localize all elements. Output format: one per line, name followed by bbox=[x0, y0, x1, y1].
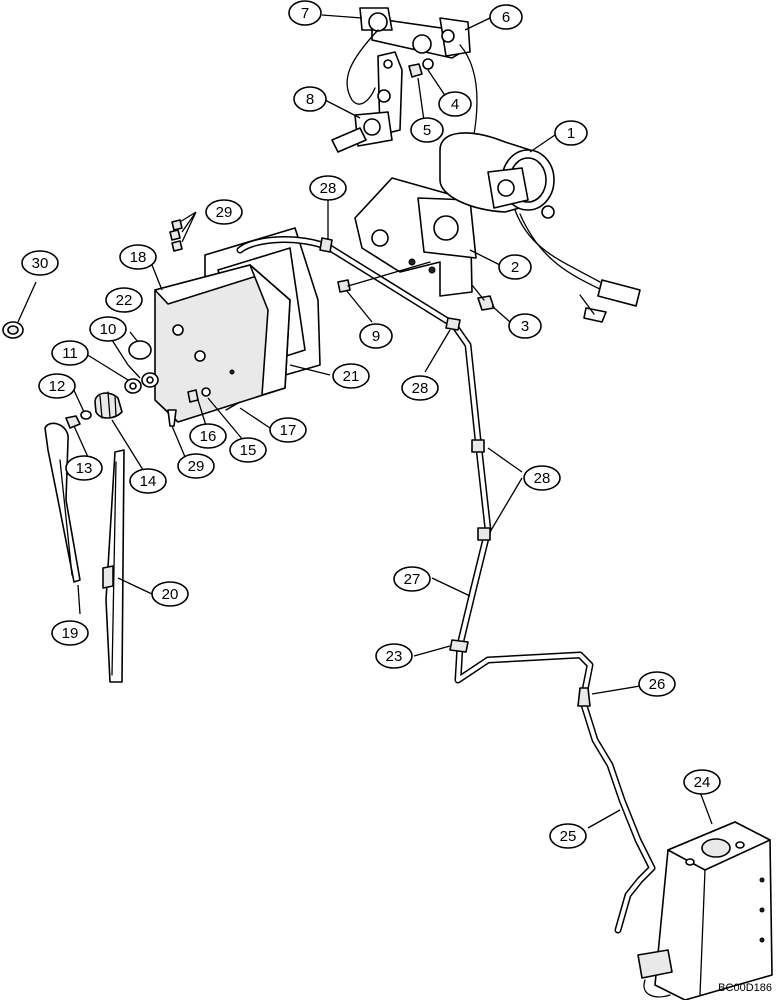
svg-text:5: 5 bbox=[423, 122, 431, 139]
svg-text:18: 18 bbox=[130, 249, 147, 266]
figure-code: BC00D186 bbox=[718, 982, 772, 994]
svg-text:15: 15 bbox=[240, 442, 257, 459]
svg-text:17: 17 bbox=[280, 422, 297, 439]
washer-reservoir bbox=[637, 821, 773, 1000]
svg-text:16: 16 bbox=[200, 428, 217, 445]
callouts: 1 2 3 4 5 6 7 8 9 10 11 12 13 14 15 16 1… bbox=[21, 0, 721, 849]
svg-text:20: 20 bbox=[162, 586, 179, 603]
callout-7: 7 bbox=[288, 0, 322, 26]
pivot-nut bbox=[94, 391, 123, 419]
svg-text:10: 10 bbox=[100, 321, 117, 338]
svg-text:6: 6 bbox=[502, 9, 510, 26]
svg-text:28: 28 bbox=[534, 470, 551, 487]
callout-9: 9 bbox=[359, 323, 393, 349]
callout-14: 14 bbox=[129, 468, 167, 494]
callout-4: 4 bbox=[438, 91, 472, 117]
callout-20: 20 bbox=[151, 581, 189, 607]
svg-text:3: 3 bbox=[521, 318, 529, 335]
mount-screw bbox=[337, 261, 431, 293]
svg-text:24: 24 bbox=[694, 774, 711, 791]
callout-25: 25 bbox=[549, 823, 587, 849]
pivot-cap bbox=[128, 340, 152, 360]
svg-text:22: 22 bbox=[116, 292, 133, 309]
callout-18: 18 bbox=[119, 244, 157, 270]
callout-15: 15 bbox=[229, 437, 267, 463]
callout-21: 21 bbox=[332, 363, 370, 389]
svg-text:30: 30 bbox=[32, 255, 49, 272]
svg-text:29: 29 bbox=[216, 204, 233, 221]
callout-28c: 28 bbox=[523, 465, 561, 491]
housing bbox=[154, 264, 291, 423]
callout-3: 3 bbox=[508, 313, 542, 339]
wiper-pivot-plate bbox=[331, 51, 403, 153]
svg-text:21: 21 bbox=[343, 368, 360, 385]
svg-text:4: 4 bbox=[451, 96, 459, 113]
callout-1: 1 bbox=[554, 120, 588, 146]
callout-10: 10 bbox=[89, 316, 127, 342]
washers bbox=[124, 372, 159, 394]
cap bbox=[2, 321, 24, 339]
callout-11: 11 bbox=[51, 340, 89, 366]
svg-text:11: 11 bbox=[62, 345, 78, 362]
mounting-bracket bbox=[354, 177, 477, 297]
callout-16: 16 bbox=[189, 423, 227, 449]
svg-text:25: 25 bbox=[560, 828, 577, 845]
nut-and-washer bbox=[408, 58, 434, 78]
callout-27: 27 bbox=[393, 566, 431, 592]
callout-28b: 28 bbox=[401, 375, 439, 401]
svg-text:23: 23 bbox=[386, 648, 403, 665]
callout-26: 26 bbox=[638, 671, 676, 697]
svg-text:26: 26 bbox=[649, 676, 666, 693]
callout-30: 30 bbox=[21, 250, 59, 276]
svg-text:9: 9 bbox=[372, 328, 380, 345]
callout-23: 23 bbox=[375, 643, 413, 669]
nuts bbox=[169, 219, 183, 252]
wiper-arm bbox=[44, 422, 81, 583]
callout-12: 12 bbox=[38, 373, 76, 399]
svg-text:14: 14 bbox=[140, 473, 157, 490]
callout-19: 19 bbox=[51, 620, 89, 646]
callout-2: 2 bbox=[498, 254, 532, 280]
wiper-blade bbox=[102, 449, 125, 683]
callout-6: 6 bbox=[489, 4, 523, 30]
callout-13: 13 bbox=[65, 455, 103, 481]
svg-text:27: 27 bbox=[404, 571, 421, 588]
callout-8: 8 bbox=[293, 86, 327, 112]
svg-text:8: 8 bbox=[306, 91, 314, 108]
svg-text:1: 1 bbox=[567, 125, 575, 142]
wiper-linkage bbox=[346, 7, 478, 201]
svg-text:28: 28 bbox=[320, 180, 337, 197]
callout-5: 5 bbox=[410, 117, 444, 143]
arm-nut-washer bbox=[65, 410, 92, 429]
svg-text:29: 29 bbox=[188, 458, 205, 475]
screws bbox=[167, 387, 241, 427]
callout-28a: 28 bbox=[309, 175, 347, 201]
wiper-motor bbox=[439, 132, 641, 323]
svg-text:2: 2 bbox=[511, 259, 519, 276]
callout-22: 22 bbox=[105, 287, 143, 313]
callout-24: 24 bbox=[683, 769, 721, 795]
callout-29b: 29 bbox=[177, 453, 215, 479]
svg-text:19: 19 bbox=[62, 625, 79, 642]
svg-text:28: 28 bbox=[412, 380, 429, 397]
svg-text:7: 7 bbox=[301, 5, 309, 22]
tube-clips bbox=[319, 237, 491, 541]
bolt bbox=[471, 284, 495, 311]
callout-29a: 29 bbox=[205, 199, 243, 225]
svg-text:13: 13 bbox=[76, 460, 93, 477]
callout-17: 17 bbox=[269, 417, 307, 443]
svg-text:12: 12 bbox=[49, 378, 66, 395]
